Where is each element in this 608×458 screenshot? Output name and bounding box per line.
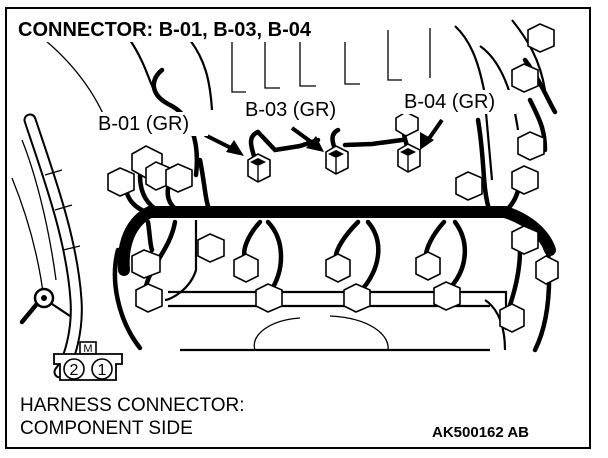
callout-b03: B-03 (GR) bbox=[245, 99, 336, 121]
left-hose bbox=[23, 113, 83, 379]
callout-b01: B-01 (GR) bbox=[98, 113, 189, 135]
title-backdrop bbox=[14, 16, 370, 42]
harness-pin-left: 2 bbox=[70, 362, 79, 379]
harness-connector-symbol: M 2 1 bbox=[53, 341, 123, 381]
ground-terminal bbox=[19, 287, 71, 325]
main-harness bbox=[112, 57, 558, 353]
connector-b01[interactable] bbox=[247, 153, 271, 183]
connector-b03[interactable] bbox=[325, 145, 349, 175]
footer-line-2: COMPONENT SIDE bbox=[20, 418, 193, 439]
other-connectors bbox=[107, 23, 559, 333]
figure-code: AK500162 AB bbox=[432, 424, 529, 441]
callout-b04: B-04 (GR) bbox=[404, 91, 495, 113]
callout-backdrop-b04 bbox=[402, 90, 516, 114]
footer-line-1: HARNESS CONNECTOR: bbox=[20, 395, 245, 416]
harness-pin-right: 1 bbox=[98, 362, 107, 379]
callout-backdrop-b03 bbox=[243, 98, 357, 122]
harness-pin-top: M bbox=[83, 343, 92, 355]
connector-b04[interactable] bbox=[397, 143, 421, 173]
code-backdrop bbox=[428, 420, 568, 442]
callout-backdrop-b01 bbox=[96, 112, 208, 136]
pointer-arrows bbox=[204, 118, 444, 156]
diagram-title: CONNECTOR: B-01, B-03, B-04 bbox=[18, 19, 312, 41]
engine-block bbox=[11, 19, 547, 352]
footer-backdrop bbox=[16, 392, 326, 440]
